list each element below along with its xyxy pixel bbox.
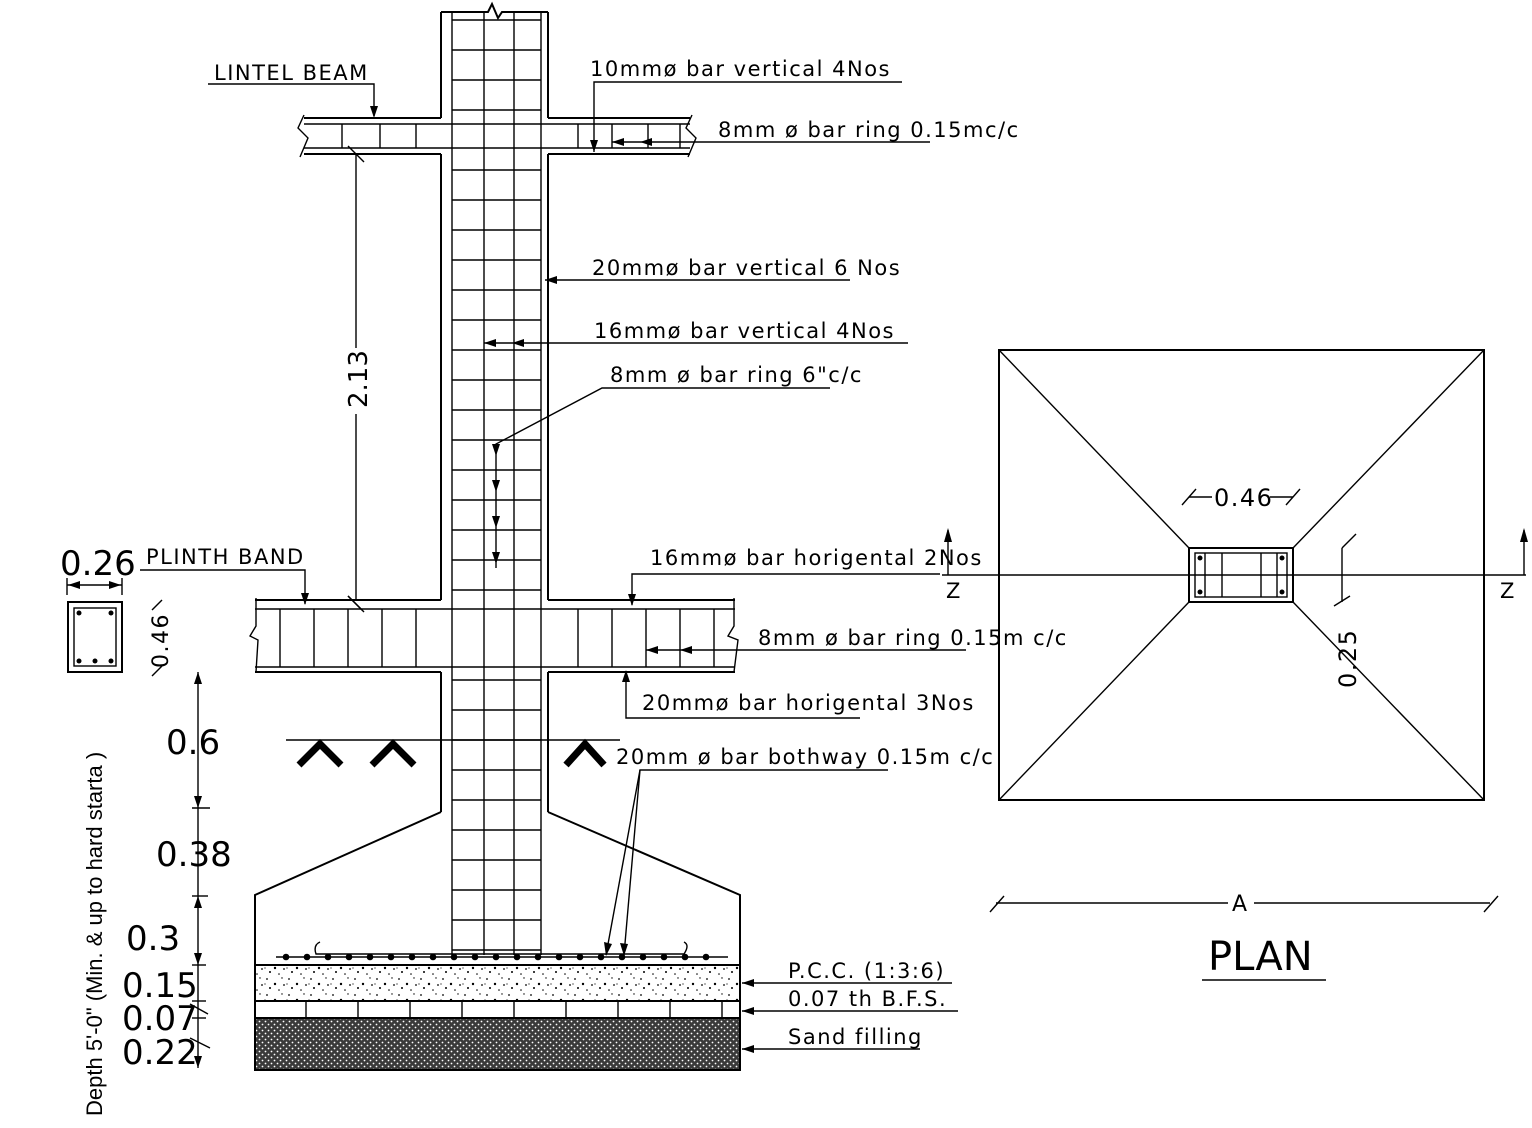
footing-bar-dot bbox=[618, 953, 626, 961]
pcc-layer bbox=[254, 964, 741, 1002]
depth-d3: 0.3 bbox=[126, 919, 180, 959]
ground-level-marks bbox=[286, 738, 620, 768]
depth-dimension-chain: 0.6 0.38 0.3 0.15 0.07 0.22 Depth 5'-0" … bbox=[82, 672, 232, 1116]
plinth-band bbox=[249, 598, 739, 673]
footing bbox=[254, 811, 741, 1071]
footing-bar-dot bbox=[324, 953, 332, 961]
footing-bar-dot bbox=[471, 953, 479, 961]
footing-bar-dot bbox=[387, 953, 395, 961]
footing-bar-dot bbox=[660, 953, 668, 961]
lintel-height-dimension: 2.13 bbox=[340, 145, 374, 613]
footing-bar-dot bbox=[366, 953, 374, 961]
plan-width-dimension: A bbox=[1232, 892, 1249, 917]
sand-filling-layer bbox=[254, 1017, 741, 1071]
band-width-value: 0.26 bbox=[60, 544, 136, 584]
footing-bar-dot bbox=[303, 953, 311, 961]
bar-10mm-vertical-label: 10mmø bar vertical 4Nos bbox=[590, 57, 891, 81]
column bbox=[440, 1, 549, 955]
depth-d2: 0.38 bbox=[156, 835, 232, 875]
band-depth-value: 0.46 bbox=[149, 613, 174, 668]
lintel-beam bbox=[297, 114, 697, 158]
ring-8mm-lintel-label: 8mm ø bar ring 0.15mc/c bbox=[718, 118, 1020, 142]
depth-d6: 0.22 bbox=[122, 1033, 198, 1073]
plan-offset-dimension: 0.25 bbox=[1334, 629, 1362, 688]
section-label-left: Z bbox=[946, 579, 962, 603]
plinth-band-label: PLINTH BAND bbox=[146, 545, 305, 569]
pcc-label: P.C.C. (1:3:6) bbox=[788, 959, 945, 983]
bfs-label: 0.07 th B.F.S. bbox=[788, 987, 947, 1011]
bar-16mm-horizontal-label: 16mmø bar horigental 2Nos bbox=[650, 546, 983, 570]
footing-bar-dot bbox=[492, 953, 500, 961]
footing-bar-dot bbox=[576, 953, 584, 961]
bar-20mm-bothway-label: 20mm ø bar bothway 0.15m c/c bbox=[616, 745, 994, 769]
depth-note: Depth 5'-0" (Min. & up to hard starta ) bbox=[82, 752, 107, 1116]
footing-bottom-bars bbox=[282, 953, 710, 961]
bfs-layer bbox=[254, 1000, 741, 1019]
footing-bar-dot bbox=[429, 953, 437, 961]
bar-16mm-vertical-label: 16mmø bar vertical 4Nos bbox=[594, 319, 895, 343]
footing-bar-dot bbox=[345, 953, 353, 961]
ring-8mm-column-label: 8mm ø bar ring 6"c/c bbox=[610, 363, 863, 387]
plinth-band-section: 0.26 0.46 bbox=[60, 544, 174, 677]
footing-bar-dot bbox=[450, 953, 458, 961]
footing-bar-dot bbox=[597, 953, 605, 961]
footing-bar-dot bbox=[408, 953, 416, 961]
bar-20mm-vertical-label: 20mmø bar vertical 6 Nos bbox=[592, 256, 901, 280]
footing-bar-dot bbox=[534, 953, 542, 961]
plan-column-dimension: 0.46 bbox=[1214, 484, 1273, 512]
footing-bar-dot bbox=[555, 953, 563, 961]
ring-8mm-plinth-label: 8mm ø bar ring 0.15m c/c bbox=[758, 626, 1068, 650]
plan-view: Z Z 0.46 0.25 A PLAN bbox=[942, 349, 1528, 981]
plan-title: PLAN bbox=[1208, 934, 1313, 980]
lintel-beam-label: LINTEL BEAM bbox=[214, 61, 369, 85]
footing-bar-dot bbox=[681, 953, 689, 961]
leaders bbox=[140, 81, 966, 1053]
section-label-right: Z bbox=[1500, 579, 1516, 603]
lintel-height-value: 2.13 bbox=[344, 350, 374, 408]
depth-d5: 0.07 bbox=[122, 999, 198, 1039]
sand-filling-label: Sand filling bbox=[788, 1025, 923, 1049]
footing-bar-dot bbox=[702, 953, 710, 961]
footing-bar-dot bbox=[639, 953, 647, 961]
depth-d4: 0.15 bbox=[122, 966, 198, 1006]
depth-d1: 0.6 bbox=[166, 723, 220, 763]
bar-20mm-horizontal-label: 20mmø bar horigental 3Nos bbox=[642, 691, 975, 715]
footing-bar-dot bbox=[513, 953, 521, 961]
footing-bar-dot bbox=[282, 953, 290, 961]
